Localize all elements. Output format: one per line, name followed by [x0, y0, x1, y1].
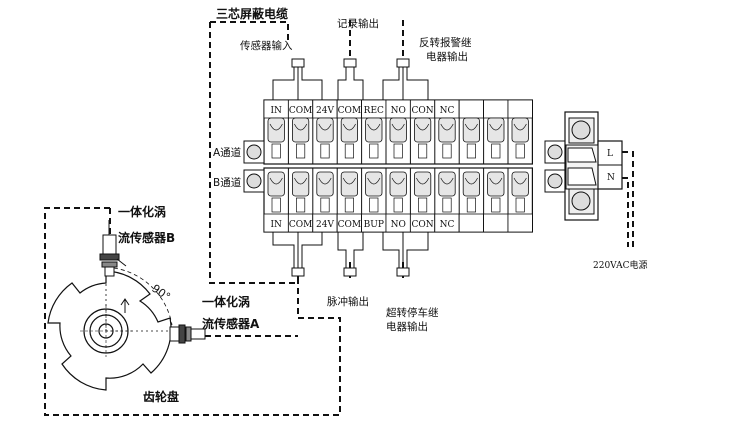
terminal-cell: NO [385, 99, 411, 164]
sensor-a-label-1: 一体化涡 [202, 294, 250, 309]
pulse-output-label: 脉冲输出 [327, 295, 369, 308]
terminal-cell: COM [336, 99, 363, 164]
record-output-label: 记录输出 [337, 17, 379, 30]
overspeed-label-1: 超转停车继 [386, 306, 439, 319]
lead-power-n [622, 177, 629, 247]
terminal-label: REC [364, 106, 384, 116]
rotation-arrow-icon [120, 298, 130, 313]
terminal-cell: 24V [312, 168, 338, 233]
channel-a-label: A通道 [213, 146, 242, 159]
terminal-cell: 24V [312, 99, 338, 164]
sensor-b-label-1: 一体化涡 [118, 204, 166, 219]
overspeed-label-2: 电器输出 [386, 320, 428, 333]
terminal-cell: IN [263, 168, 289, 233]
terminal-cell [483, 168, 509, 233]
connector-overspeed [396, 267, 410, 277]
connector-alarm [396, 58, 410, 68]
top-connectors [291, 58, 410, 277]
connector-pulse [343, 267, 357, 277]
terminal-cell [458, 168, 485, 233]
terminal-label: COM [338, 220, 361, 230]
cable-loop [44, 207, 341, 416]
terminal-label: NC [440, 106, 455, 116]
terminal-cell: NC [434, 168, 460, 233]
terminal-cell [458, 99, 485, 164]
bottom-fan-wires [272, 232, 429, 268]
terminal-label: COM [289, 106, 312, 116]
terminal-label: COM [289, 220, 312, 230]
terminal-label: NO [391, 220, 406, 230]
cable-top [210, 21, 289, 40]
lead-power-l [622, 151, 634, 247]
sensor-a-label-2: 流传感器A [202, 316, 260, 331]
reverse-alarm-label-2: 电器输出 [426, 50, 468, 63]
terminal-cell: BUP [361, 168, 387, 233]
connector-sensor-input [291, 58, 305, 68]
power-label: 220VAC电源 [593, 259, 647, 271]
terminal-cell: CON [409, 99, 436, 164]
end-plates [243, 140, 566, 193]
angle-indicator [105, 267, 173, 332]
terminal-label: COM [338, 106, 361, 116]
terminal-cell [507, 99, 533, 164]
terminal-cell: IN [263, 99, 289, 164]
sensor-input-label: 传感器输入 [240, 39, 293, 52]
connector-record [343, 58, 357, 68]
connector-cable-bottom [291, 267, 305, 277]
terminal-label: BUP [364, 220, 384, 230]
top-fan-wires [272, 67, 429, 100]
terminal-label: IN [270, 106, 282, 116]
terminal-cell: NO [385, 168, 411, 233]
terminal-cell: COM [287, 99, 314, 164]
terminal-cell: COM [336, 168, 363, 233]
terminal-cell: REC [361, 99, 387, 164]
terminal-label: 24V [316, 106, 334, 116]
terminal-cell: COM [287, 168, 314, 233]
terminal-label: 24V [316, 220, 334, 230]
power-module: L N [564, 111, 623, 221]
gear-outline [47, 270, 172, 391]
sensor-b [99, 220, 127, 277]
terminal-cell [507, 168, 533, 233]
gear-label: 齿轮盘 [143, 389, 179, 404]
channel-b-label: B通道 [213, 176, 242, 189]
psu-n-label: N [607, 173, 615, 183]
sensor-b-label-2: 流传感器B [118, 230, 175, 245]
terminal-label: CON [412, 220, 434, 230]
angle-label: 90° [149, 282, 172, 304]
reverse-alarm-label-1: 反转报警继 [419, 36, 472, 49]
cable-label: 三芯屏蔽电缆 [216, 6, 288, 21]
terminal-cell: CON [409, 168, 436, 233]
psu-l-label: L [607, 149, 613, 159]
terminal-label: NO [391, 106, 406, 116]
terminal-cell: NC [434, 99, 460, 164]
terminal-label: NC [440, 220, 455, 230]
terminal-label: IN [270, 220, 282, 230]
sensor-a [169, 324, 206, 344]
terminal-label: CON [412, 106, 434, 116]
